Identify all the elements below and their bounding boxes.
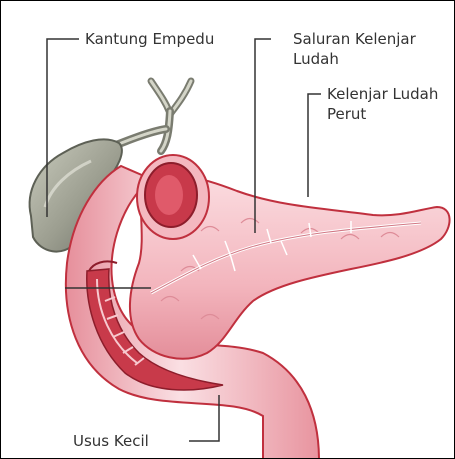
label-pancreas-line1: Kelenjar Ludah — [327, 84, 438, 104]
label-duct-line2: Ludah — [293, 49, 339, 69]
stomach-opening-shape — [137, 155, 209, 239]
label-gallbladder: Kantung Empedu — [85, 29, 214, 49]
label-duct-line1: Saluran Kelenjar — [293, 29, 416, 49]
label-intestine: Usus Kecil — [73, 431, 149, 451]
label-pancreas-line2: Perut — [327, 104, 366, 124]
leader-pancreas — [308, 94, 321, 197]
